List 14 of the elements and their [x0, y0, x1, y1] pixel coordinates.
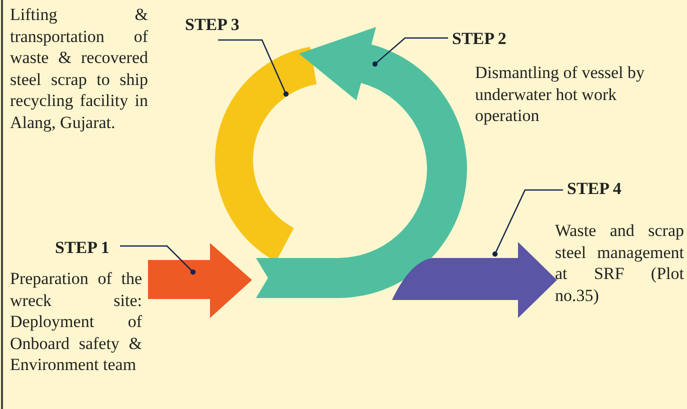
leader-line: [120, 245, 196, 275]
step-description: Preparation of the wreck site: Deployment of Onboard safety & Environment team: [10, 268, 142, 376]
step-description: Lifting & transportation of waste & recovered steel scrap to ship recycling facility in Alang, Gujarat.: [10, 4, 148, 133]
step-label: STEP 3: [185, 15, 240, 35]
step-label: STEP 4: [567, 179, 622, 199]
arrow-shape: [392, 242, 557, 318]
leader-line: [372, 37, 448, 67]
step-description: Dismantling of vessel by underwater hot work operation: [475, 62, 646, 126]
step-description: Waste and scrap steel management at SRF (Plot no.35): [555, 220, 684, 306]
arrow-shape: [148, 243, 252, 318]
step-label: STEP 2: [452, 29, 506, 49]
step-label: STEP 1: [55, 238, 110, 258]
leader-line: [218, 39, 289, 97]
leader-line: [492, 189, 563, 257]
